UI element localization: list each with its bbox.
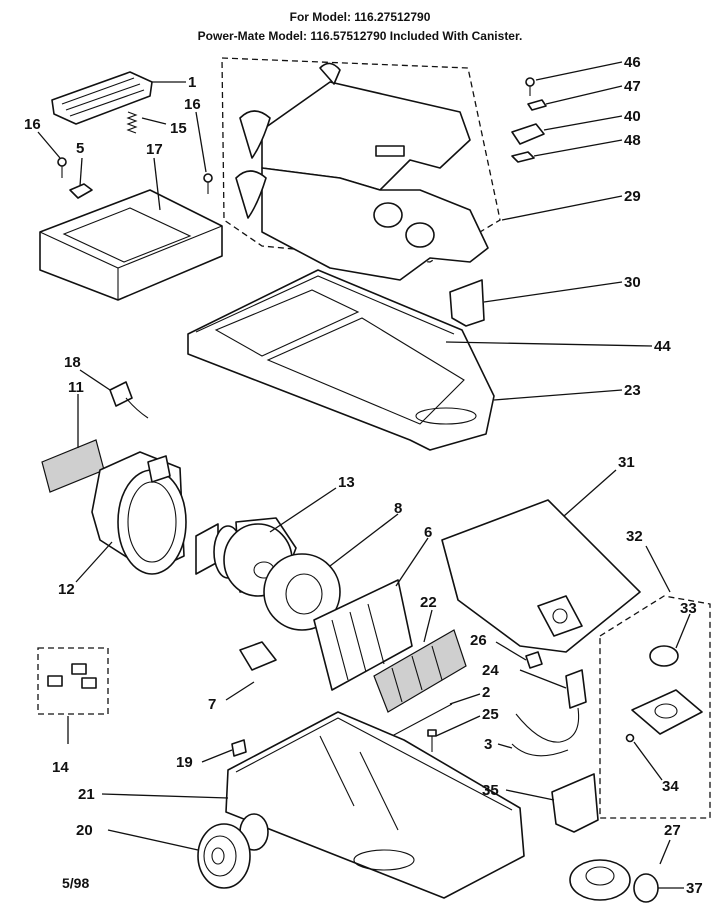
screw-25 [427,729,437,752]
group-box-14 [37,647,109,715]
bracket-35 [551,773,599,833]
spring [126,111,138,134]
callout-20: 20 [76,822,93,839]
callout-33: 33 [680,600,697,617]
callout-29: 29 [624,188,641,205]
bag-compartment-lid [187,269,495,451]
carry-handle [51,71,153,125]
callout-13: 13 [338,474,355,491]
callout-48: 48 [624,132,641,149]
cord-connector-24 [565,669,587,709]
callout-26: 26 [470,632,487,649]
date-code: 5/98 [62,875,89,891]
cord-wire [515,707,580,743]
callout-46: 46 [624,54,641,71]
leader-lines [37,61,691,889]
callout-34: 34 [662,778,679,795]
seal-ring-33 [649,645,679,667]
callout-40: 40 [624,108,641,125]
callout-3: 3 [484,736,492,753]
callout-17: 17 [146,141,163,158]
grille-6 [313,579,413,691]
callout-8: 8 [394,500,402,517]
callout-19: 19 [176,754,193,771]
clip-19 [231,739,247,757]
handle-housing [39,189,223,301]
canister-base [225,711,525,899]
latch-block [69,183,93,199]
callout-32: 32 [626,528,643,545]
callout-15: 15 [170,120,187,137]
plate-47 [527,99,547,111]
callout-37: 37 [686,880,703,897]
screw-left [57,157,67,178]
callout-12: 12 [58,581,75,598]
screw-26 [525,651,543,669]
callout-23: 23 [624,382,641,399]
hardware-14 [47,663,97,689]
motor-housing [91,451,187,575]
callout-5: 5 [76,140,84,157]
callout-25: 25 [482,706,499,723]
callout-31: 31 [618,454,635,471]
top-cover [235,62,489,281]
bracket-30 [449,279,485,327]
callout-14: 14 [52,759,69,776]
callout-27: 27 [664,822,681,839]
rod-2 [391,703,453,737]
screw-46 [525,77,535,96]
screw-right [203,173,213,194]
bag-holder-plate [631,689,703,735]
dust-bag-31 [441,499,641,653]
screw-34 [625,733,635,743]
switch-button-40 [511,123,545,145]
callout-47: 47 [624,78,641,95]
callout-44: 44 [654,338,671,355]
callout-6: 6 [424,524,432,541]
callout-24: 24 [482,662,499,679]
group-box-32 [599,595,711,819]
switch-18 [109,381,149,419]
callout-16-right: 16 [184,96,201,113]
callout-7: 7 [208,696,216,713]
callout-30: 30 [624,274,641,291]
exhaust-filter-22 [373,629,467,713]
header-model-line: For Model: 116.27512790 [289,10,431,24]
callout-22: 22 [420,594,437,611]
clip-7 [239,641,277,671]
wire-3 [511,743,569,757]
pad-48 [511,151,535,163]
callout-18: 18 [64,354,81,371]
wheel-20 [197,823,251,889]
gasket-8 [263,553,341,631]
header-powermate-line: Power-Mate Model: 116.57512790 Included … [197,29,523,43]
cord-reel-27 [569,859,631,901]
callout-16-left: 16 [24,116,41,133]
callout-21: 21 [78,786,95,803]
filter-11 [41,439,105,493]
cap-37 [633,873,659,903]
callout-11: 11 [68,379,84,396]
callout-35: 35 [482,782,499,799]
callout-1: 1 [188,74,196,91]
callout-2: 2 [482,684,490,701]
